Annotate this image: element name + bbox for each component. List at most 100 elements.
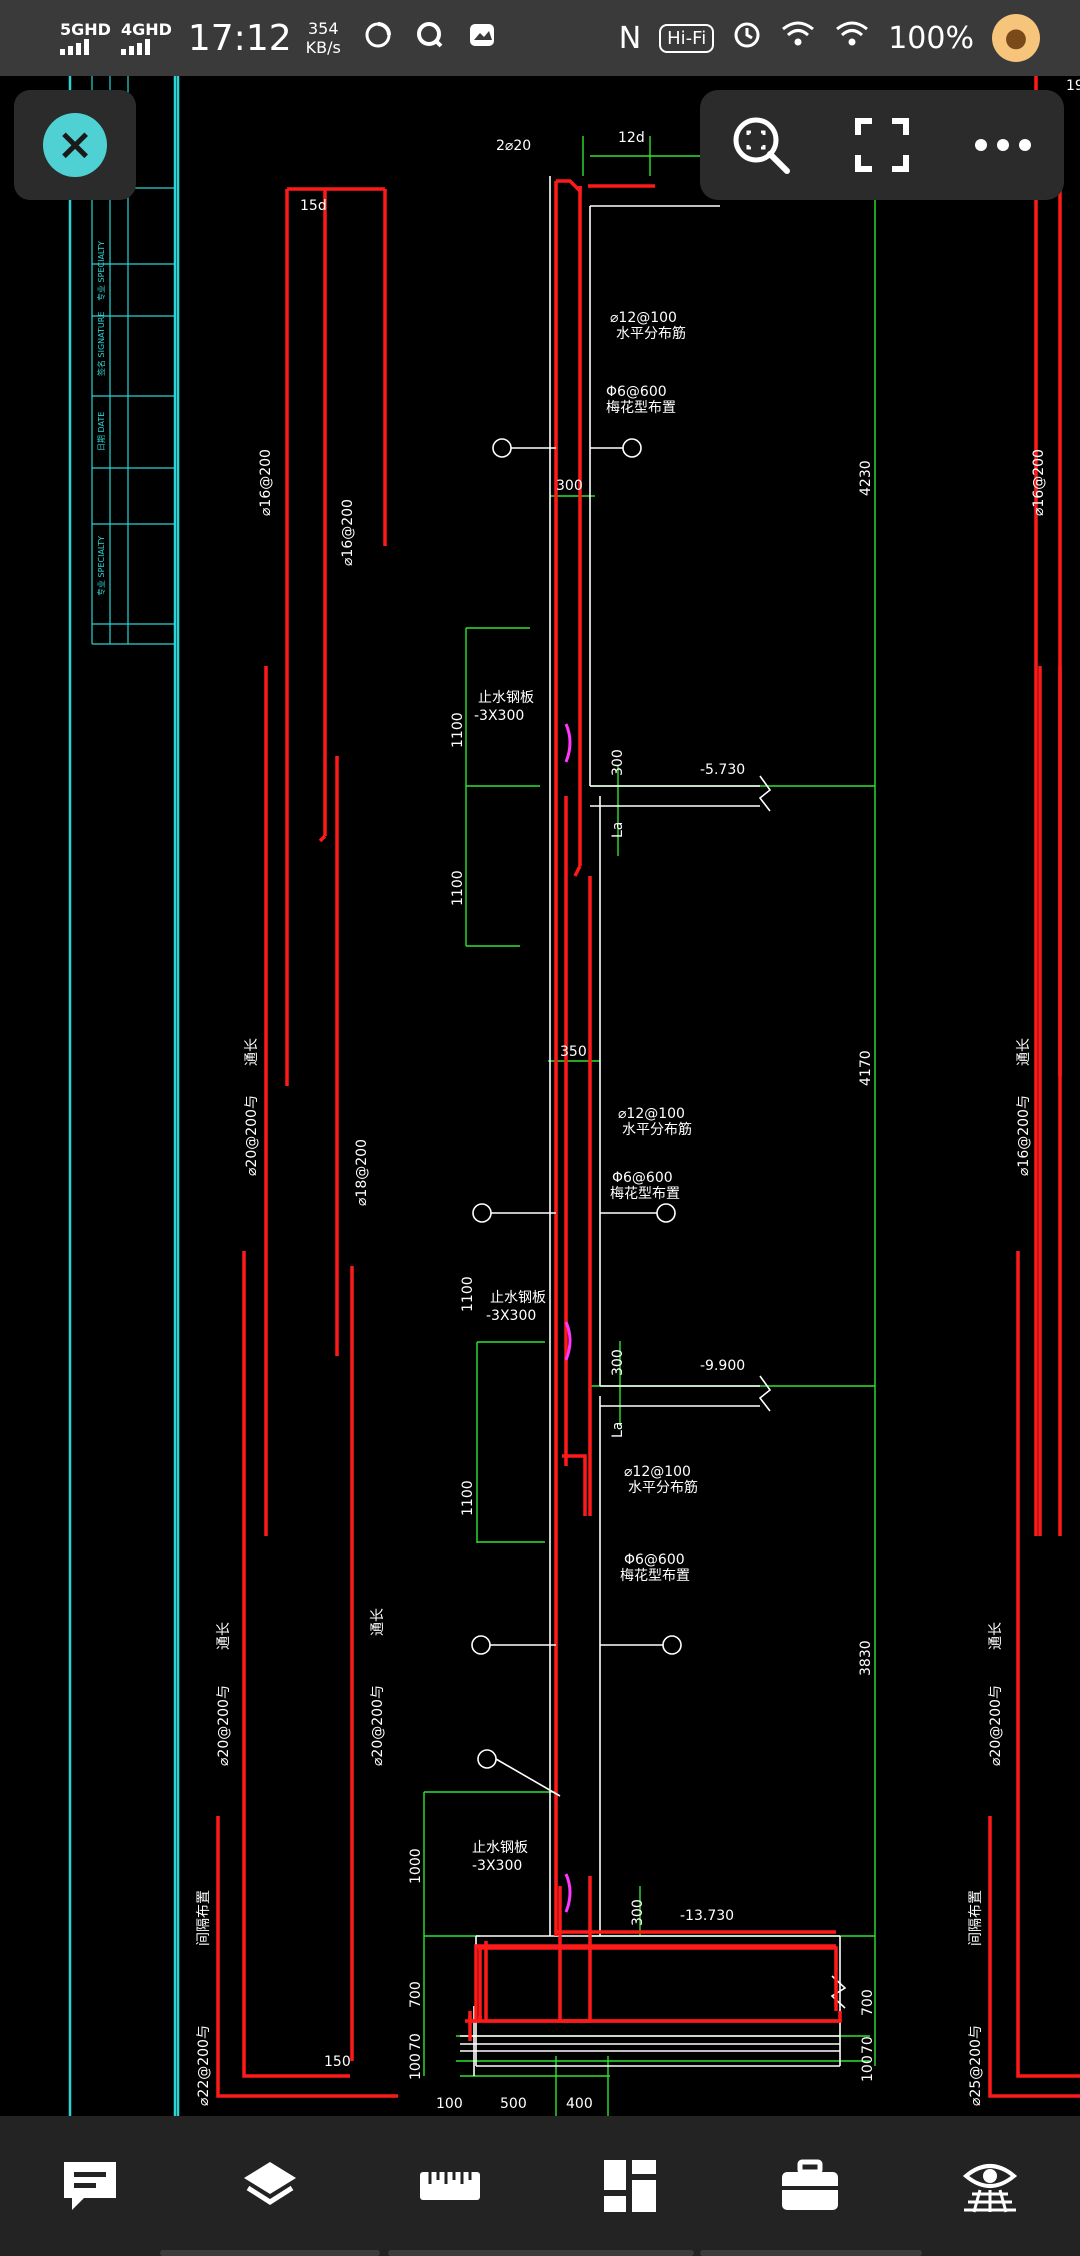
label-dim-4230: 4230 [858,460,874,496]
label-dim-300-b: 300 [610,749,626,776]
toolbox-button[interactable] [765,2141,855,2231]
rebar-main-detail [465,1930,842,2023]
label-rebar-12-100-a: ⌀12@100 [610,310,677,326]
label-rebar-6-600-a: Φ6@600 [606,384,667,400]
nfc-icon: N [618,20,642,56]
search-app-icon [415,20,445,57]
label-dim-100-left: 100 [408,2053,424,2080]
label-la-b: La [610,1422,626,1438]
bottom-toolbar [0,2116,1080,2256]
label-waterstop-a: 止水钢板 [478,690,534,706]
fullscreen-icon [854,118,909,172]
apps-button[interactable] [585,2141,675,2231]
label-left-rebar-3b: 通长 [370,1608,386,1636]
label-elev-5730: -5.730 [700,762,745,778]
label-left-rebar-2: ⌀20@200与 [216,1685,232,1766]
label-horiz-dist-a: 水平分布筋 [616,325,686,342]
drawing-annotations: 2⌀20 12d 15d ⌀12@100 水平分布筋 Φ6@600 梅花型布置 … [196,78,1080,2112]
label-bottom-500: 500 [500,2096,527,2112]
label-bottom-400: 400 [566,2096,593,2112]
label-dim-1100-b: 1100 [450,870,466,906]
label-rebar-6-600-b: Φ6@600 [612,1170,673,1186]
label-right-rebar-6: ⌀16@200 [1031,449,1047,516]
nav-handle-center [388,2250,694,2256]
grid-apps-icon [604,2160,656,2212]
comment-button[interactable] [45,2141,135,2231]
close-icon: × [43,113,107,177]
label-plum-a: 梅花型布置 [606,400,676,416]
label-left-rebar-3: ⌀20@200与 [370,1685,386,1766]
layers-icon [244,2162,296,2205]
label-waterstop-size-c: -3X300 [472,1858,522,1874]
label-right-rebar-2b: 通长 [988,1622,1004,1650]
network-4g-label: 4GHD [120,20,172,39]
title-block-signature: 签名 SIGNATURE [96,312,106,376]
wifi-icon-2 [834,19,870,57]
label-dim-1100-c: 1100 [460,1276,476,1312]
network-4g-indicator: 4GHD [120,20,172,55]
label-bottom-100: 100 [436,2096,463,2112]
alarm-icon [732,19,762,57]
title-block-specialty-2: 专业 SPECIALTY [96,536,106,596]
label-rebar-12-100-c: ⌀12@100 [624,1464,691,1480]
label-dim-300-a: 300 [556,478,583,494]
label-dim-300-d: 300 [630,1899,646,1926]
label-left-rebar-5: ⌀18@200 [354,1139,370,1206]
view-3d-button[interactable] [945,2141,1035,2231]
label-12d: 12d [618,130,645,146]
label-dim-4170: 4170 [858,1050,874,1086]
label-waterstop-b: 止水钢板 [490,1290,546,1306]
layers-button[interactable] [225,2141,315,2231]
top-toolbar [700,90,1064,200]
label-waterstop-size-b: -3X300 [486,1308,536,1324]
label-plum-b: 梅花型布置 [610,1186,680,1202]
label-left-rebar-2b: 通长 [216,1622,232,1650]
fullscreen-button[interactable] [842,105,922,185]
wall-outline [460,176,847,2076]
nav-handle-right [700,2250,922,2256]
hifi-badge: Hi-Fi [659,23,715,53]
close-button[interactable]: × [14,90,136,200]
label-left-rebar-7: ⌀16@200 [340,499,356,566]
label-elev-13730: -13.730 [680,1908,734,1924]
network-5g-indicator: 5GHD [60,21,111,55]
cad-drawing-canvas[interactable]: .w { stroke:#fff; stroke-width:1.6; fill… [0,76,1080,2116]
label-dim-700-right: 700 [860,1989,876,2016]
measure-button[interactable] [405,2141,495,2231]
image-app-icon [467,20,497,57]
more-dots-icon [975,139,1032,151]
rebar-main [468,179,840,2041]
label-dim-150: 150 [324,2054,351,2070]
title-block-specialty: 专业 SPECIALTY [96,241,106,301]
label-right-rebar-4: ⌀16@200与 [1016,1095,1032,1176]
label-dim-1100-d: 1100 [460,1480,476,1516]
network-speed-value: 354 [307,19,339,38]
label-top-bar: 2⌀20 [496,138,531,154]
nav-handle-left [160,2250,380,2256]
battery-level: 100% [888,20,974,56]
section-markers [471,438,682,1797]
network-speed-unit: KB/s [305,38,341,57]
paw-avatar-icon: ● [992,14,1040,62]
label-edge-19: 19 [1066,78,1080,94]
left-rebar-details [216,76,1080,2098]
waterstop-plates [564,723,572,1913]
network-speed: 354 KB/s [306,19,341,57]
signal-bars-icon [60,39,89,55]
wifi-icon [780,19,816,57]
label-horiz-dist-b: 水平分布筋 [622,1121,692,1138]
clock: 17:12 [187,17,292,59]
eye-view-icon [962,2164,1018,2213]
zoom-fit-button[interactable] [721,105,801,185]
label-waterstop-c: 止水钢板 [472,1840,528,1856]
comment-icon [64,2162,116,2210]
label-dim-700-left: 700 [408,1981,424,2008]
label-dim-1000: 1000 [408,1848,424,1884]
swirl-app-icon [363,20,393,57]
label-right-rebar-2: ⌀20@200与 [988,1685,1004,1766]
ruler-icon [420,2172,480,2200]
label-left-rebar-4b: 通长 [244,1038,260,1066]
more-options-button[interactable] [963,105,1043,185]
label-elev-9900: -9.900 [700,1358,745,1374]
label-plum-c: 梅花型布置 [620,1568,690,1584]
